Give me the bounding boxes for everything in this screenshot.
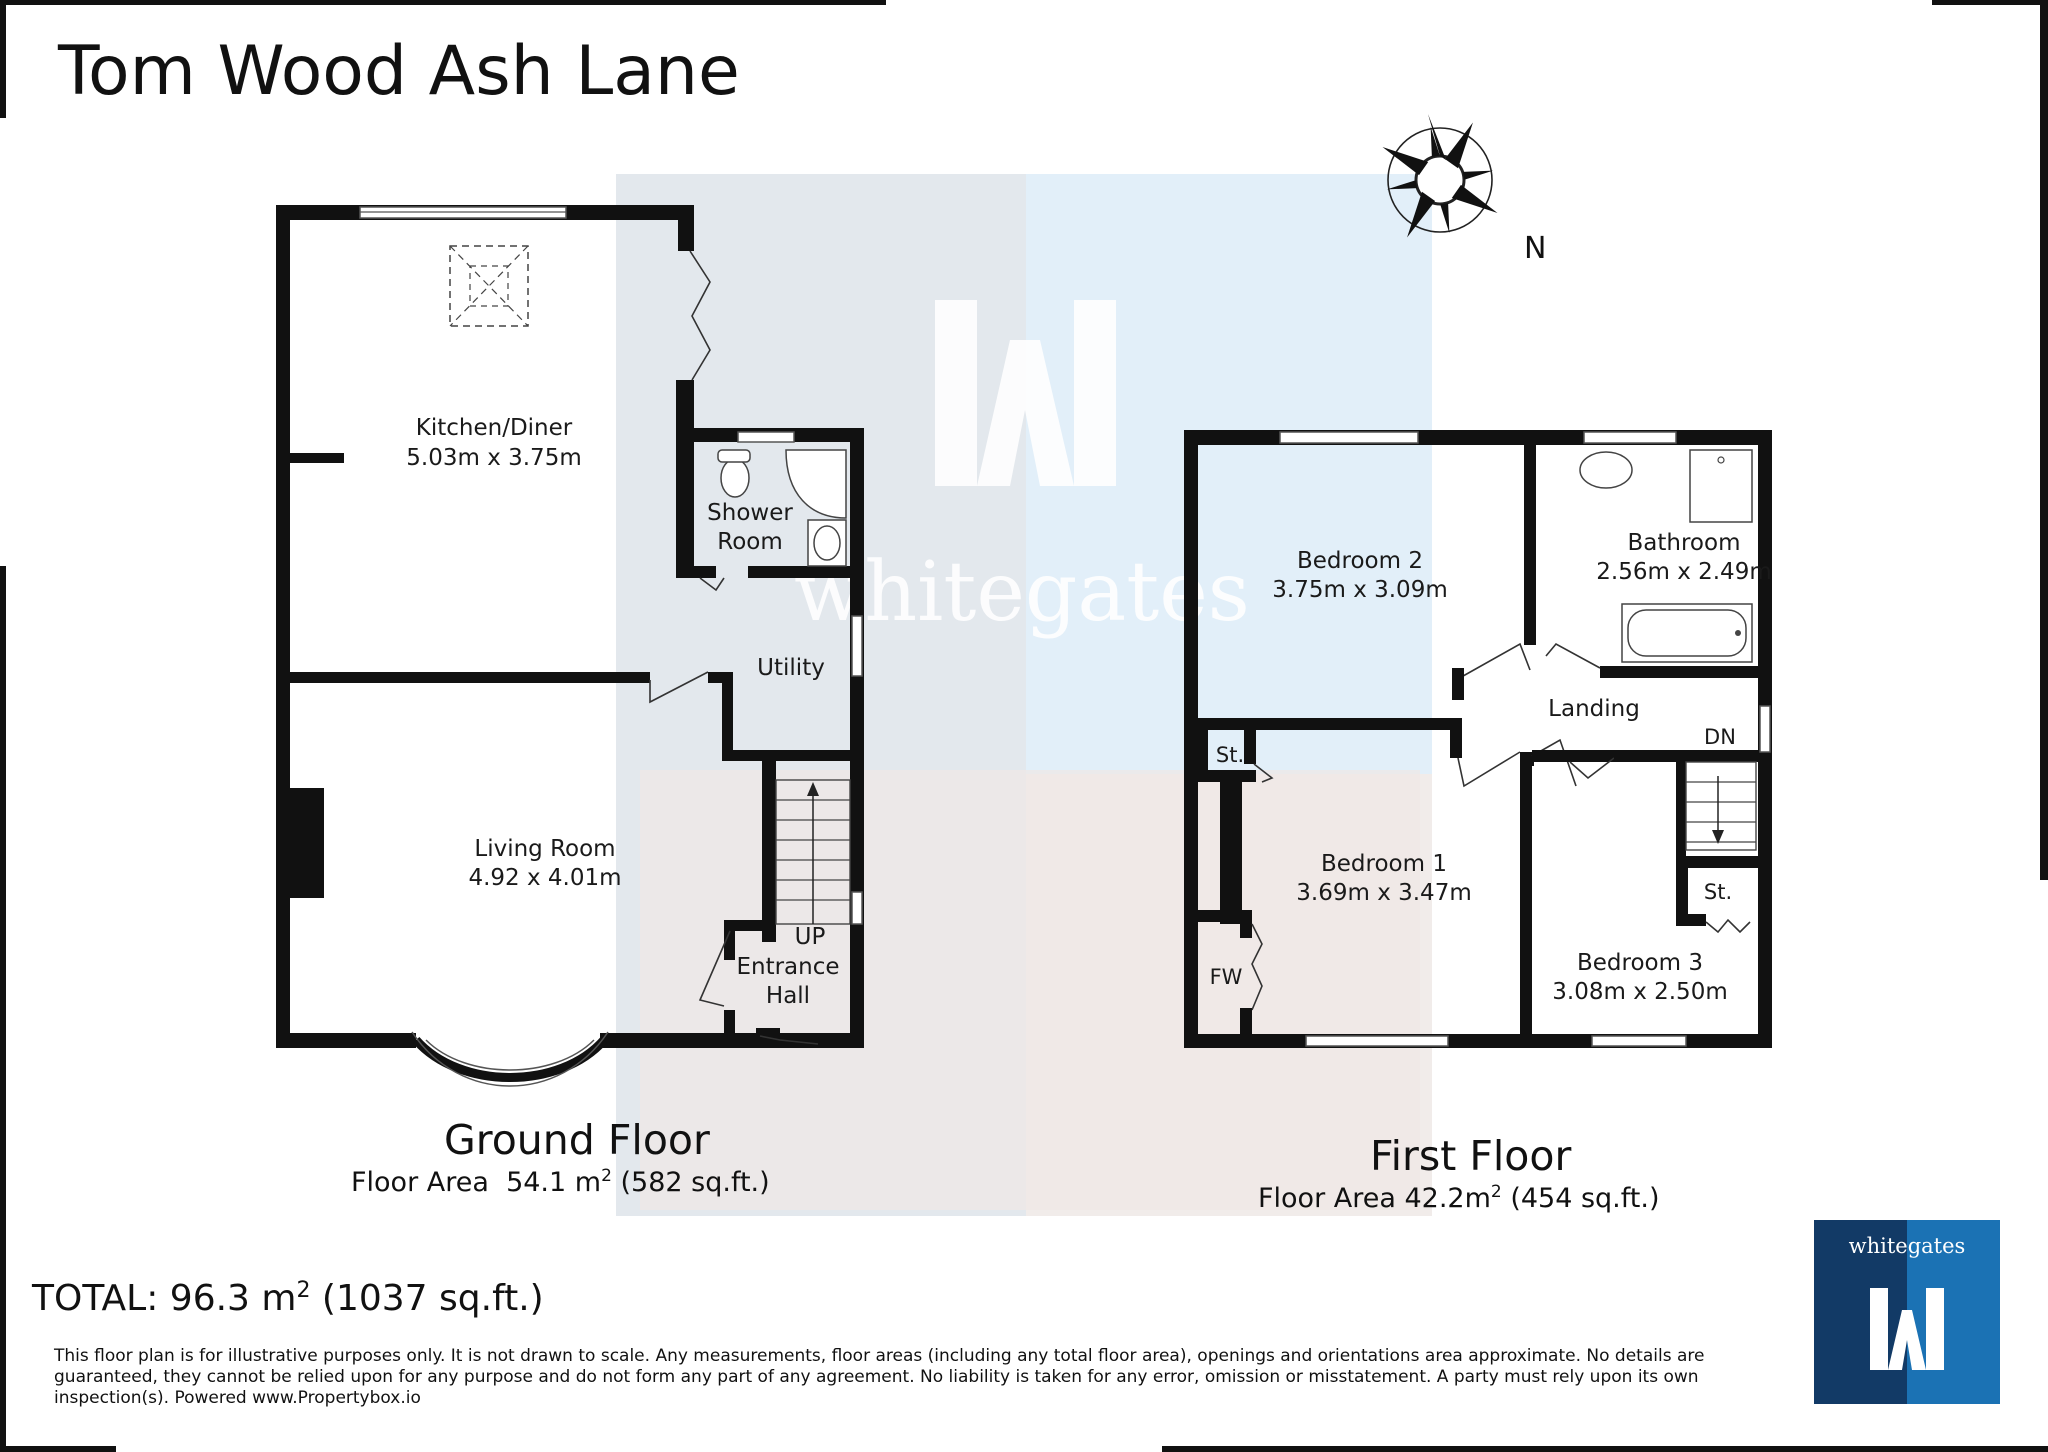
first-floor-area-label: Floor Area	[1258, 1183, 1396, 1214]
entrance-hall-label-line1: Entrance	[736, 954, 839, 980]
logo-mark-icon	[1870, 1288, 1944, 1370]
first-floor-area-sqft: (454 sq.ft.)	[1510, 1183, 1660, 1214]
fw-label: FW	[1210, 965, 1243, 989]
ground-floor-area-label: Floor Area	[351, 1167, 489, 1198]
watermark: whitegates	[616, 174, 1432, 1216]
shower-room-label-line2: Room	[717, 529, 783, 555]
compass-icon	[1382, 114, 1498, 238]
living-room-dims: 4.92 x 4.01m	[468, 865, 621, 891]
whitegates-logo: whitegates	[1814, 1220, 2000, 1404]
shower-room-label-line1: Shower	[707, 500, 793, 526]
first-floor-area: Floor Area 42.2m2 (454 sq.ft.)	[1258, 1182, 1660, 1214]
bedroom-3-label: Bedroom 3	[1577, 950, 1703, 976]
watermark-text: whitegates	[794, 545, 1250, 640]
bedroom-3-dims: 3.08m x 2.50m	[1552, 979, 1727, 1005]
bedroom-1-label: Bedroom 1	[1321, 851, 1447, 877]
utility-label: Utility	[757, 655, 825, 681]
ground-floor-area-m2: 54.1 m	[506, 1167, 602, 1198]
store-2-label: St.	[1704, 880, 1732, 904]
stairs-up-label: UP	[795, 924, 826, 950]
living-room-label: Living Room	[474, 836, 615, 862]
ground-floor-area-sup: 2	[601, 1166, 612, 1186]
total-area: TOTAL: 96.3 m2 (1037 sq.ft.)	[32, 1278, 544, 1319]
logo-dark-panel	[1814, 1220, 1907, 1404]
first-floor-plan: Bedroom 2 3.75m x 3.09m Bathroom 2.56m x…	[1184, 430, 1772, 1048]
bathroom-dims: 2.56m x 2.49m	[1596, 559, 1771, 585]
total-label: TOTAL:	[32, 1278, 159, 1319]
first-floor-title: First Floor	[1370, 1132, 1572, 1180]
compass-north-label: N	[1524, 231, 1546, 266]
bedroom-2-label: Bedroom 2	[1297, 548, 1423, 574]
total-sup: 2	[296, 1278, 311, 1303]
bedroom-1-dims: 3.69m x 3.47m	[1296, 880, 1471, 906]
property-title: Tom Wood Ash Lane	[58, 32, 740, 111]
total-sqft: (1037 sq.ft.)	[321, 1278, 544, 1319]
total-m2: 96.3 m	[169, 1278, 297, 1319]
ground-floor-title: Ground Floor	[444, 1116, 710, 1164]
first-floor-area-sup: 2	[1490, 1182, 1502, 1202]
landing-label: Landing	[1548, 696, 1640, 722]
first-floor-area-m2: 42.2m	[1404, 1183, 1491, 1214]
stairs-down-label: DN	[1704, 725, 1736, 749]
store-1-label: St.	[1216, 743, 1244, 767]
ground-floor-area-sqft: (582 sq.ft.)	[620, 1167, 770, 1198]
bathroom-label: Bathroom	[1628, 530, 1741, 556]
kitchen-diner-dims: 5.03m x 3.75m	[406, 445, 581, 471]
kitchen-diner-label: Kitchen/Diner	[416, 415, 573, 441]
ground-floor-area: Floor Area 54.1 m2 (582 sq.ft.)	[351, 1166, 770, 1198]
disclaimer-text: This floor plan is for illustrative purp…	[54, 1346, 1705, 1408]
bedroom-2-dims: 3.75m x 3.09m	[1272, 577, 1447, 603]
entrance-hall-label-line2: Hall	[766, 983, 810, 1009]
ground-floor-plan: Kitchen/Diner 5.03m x 3.75m Shower Room …	[276, 205, 864, 1087]
logo-brand-text: whitegates	[1848, 1234, 1966, 1258]
